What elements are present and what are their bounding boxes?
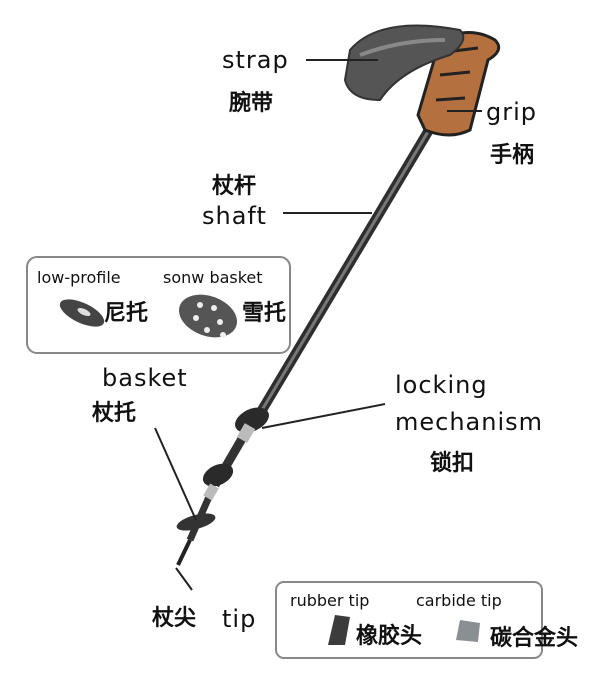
low-profile-label: low-profile — [37, 268, 121, 287]
shaft-label-cn: 杖杆 — [212, 174, 256, 199]
tip-types-box: rubber tip 橡胶头 carbide tip 碳合金头 — [275, 581, 578, 659]
locking-label-cn: 锁扣 — [430, 450, 474, 476]
shaft-highlight — [260, 124, 434, 411]
strap-loop — [343, 24, 465, 102]
tip-shaft — [176, 539, 192, 566]
snow-basket-icon — [178, 294, 238, 338]
lock-clamp-lower — [202, 463, 234, 487]
strap-label: strap — [222, 46, 289, 74]
tip-label: tip — [222, 605, 256, 633]
basket-label: basket — [102, 364, 188, 392]
rubber-tip-icon — [328, 615, 350, 645]
grip-label: grip — [486, 98, 537, 126]
tip-leader — [175, 567, 193, 591]
shaft-label: shaft — [202, 202, 267, 230]
carbide-tip-label-cn: 碳合金头 — [490, 625, 578, 651]
locking-label-line1: locking — [395, 371, 488, 399]
tip-label-cn: 杖尖 — [152, 606, 196, 631]
locking-label-line2: mechanism — [395, 408, 543, 436]
snow-basket-label-cn: 雪托 — [242, 301, 286, 326]
basket-disc — [176, 513, 216, 531]
carbide-tip-label: carbide tip — [416, 591, 502, 610]
snow-basket-label: sonw basket — [163, 268, 263, 287]
carbide-tip-icon — [456, 620, 480, 642]
locking-leader — [261, 403, 386, 429]
rubber-tip-label-cn: 橡胶头 — [356, 623, 422, 649]
rubber-tip-label: rubber tip — [290, 591, 369, 610]
pole-illustration — [176, 24, 501, 566]
low-profile-label-cn: 尼托 — [104, 301, 148, 326]
basket-types-box: low-profile 尼托 sonw basket 雪托 — [26, 256, 291, 354]
strap-label-cn: 腕带 — [229, 90, 273, 116]
basket-label-cn: 杖托 — [92, 401, 136, 426]
basket-leader — [154, 427, 197, 521]
grip-label-cn: 手柄 — [490, 143, 534, 168]
